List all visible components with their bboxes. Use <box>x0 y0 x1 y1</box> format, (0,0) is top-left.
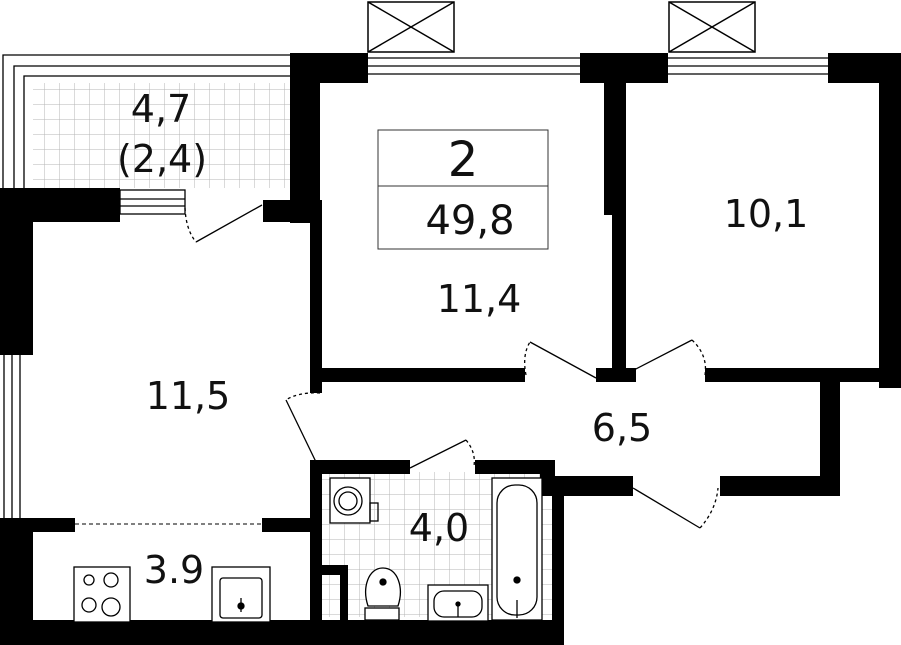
apartment-badge: 2 49,8 <box>377 129 549 250</box>
balcony-tile-floor <box>33 83 291 188</box>
door-bedroom-b <box>629 339 707 376</box>
window-top-bedroom-b <box>668 57 828 75</box>
door-bedroom-a <box>524 341 597 379</box>
ventilation-shaft-icon <box>367 1 455 53</box>
rooms-count: 2 <box>448 132 479 188</box>
hall-area-label: 6,5 <box>592 406 652 450</box>
door-living <box>285 392 321 463</box>
ventilation-shaft-icon <box>668 1 756 53</box>
balcony-railing <box>2 54 291 188</box>
kitchen-sink-icon <box>211 566 271 623</box>
bedroom-b-area-label: 10,1 <box>724 192 809 236</box>
door-entrance <box>632 487 719 529</box>
balcony-door-frame <box>119 189 186 215</box>
window-top-bedroom-a <box>366 57 580 75</box>
bedroom-a-area-label: 11,4 <box>437 277 522 321</box>
kitchen-stove-icon <box>73 566 131 623</box>
toilet-icon <box>364 567 401 621</box>
balcony-reduced-label: (2,4) <box>117 137 207 181</box>
washbasin-icon <box>427 584 489 622</box>
bathroom-area-label: 4,0 <box>409 506 469 550</box>
kitchen-area-label: 3.9 <box>144 548 204 592</box>
door-balcony <box>184 204 263 243</box>
living-area-label: 11,5 <box>146 374 231 418</box>
window-left-living <box>3 355 21 520</box>
bathtub-icon <box>491 477 543 621</box>
door-bathroom <box>409 439 475 469</box>
total-area: 49,8 <box>425 198 514 244</box>
washing-machine-icon <box>329 477 379 524</box>
balcony-area-label: 4,7 <box>131 87 191 131</box>
walls <box>0 53 901 645</box>
